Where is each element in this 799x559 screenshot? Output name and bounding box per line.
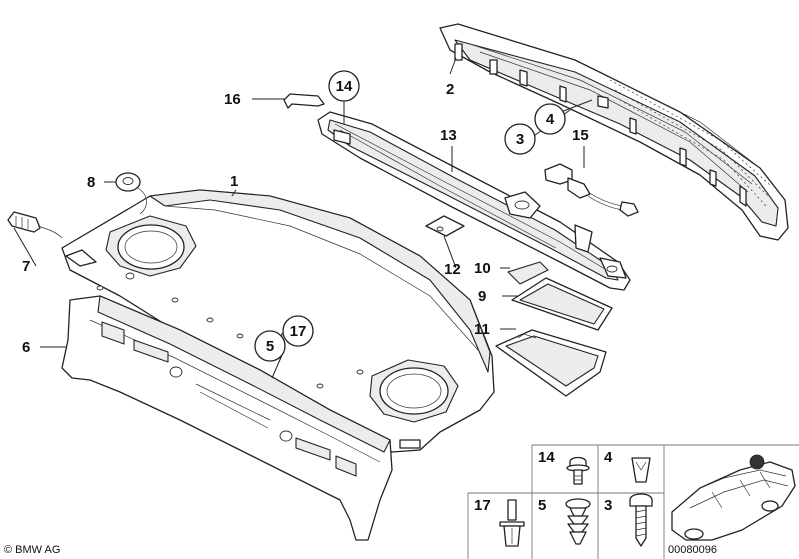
callout-12: 12 — [444, 261, 461, 278]
part-15-cable-connector — [544, 163, 639, 217]
push-rivet-icon — [566, 456, 590, 485]
expanding-rivet-icon — [499, 499, 525, 547]
callout-17: 17 — [290, 323, 307, 340]
callout-14-circle — [328, 70, 360, 102]
callout-2: 2 — [446, 81, 454, 98]
callout-1: 1 — [230, 173, 238, 190]
callout-8: 8 — [87, 174, 95, 191]
callout-4-circle — [534, 103, 566, 135]
callout-labels: 1 2 3 4 5 6 7 8 9 10 11 12 13 14 15 16 1… — [22, 70, 589, 362]
fir-tree-clip-icon — [565, 498, 591, 545]
part-8-grommet — [115, 172, 147, 215]
copyright: © BMW AG — [4, 544, 60, 556]
legend-label-14: 14 — [538, 449, 555, 466]
part-11-cover-plate — [495, 329, 607, 397]
callout-4: 4 — [546, 111, 555, 128]
callout-5: 5 — [266, 338, 274, 355]
callout-16: 16 — [224, 91, 241, 108]
legend-label-4: 4 — [604, 449, 613, 466]
callout-6: 6 — [22, 339, 30, 356]
diagram-id: 00080096 — [668, 544, 717, 556]
callout-3-circle — [504, 123, 536, 155]
part-7-clip — [7, 211, 63, 239]
legend-label-17: 17 — [474, 497, 491, 514]
callout-3: 3 — [516, 131, 524, 148]
fastener-legend: 14 4 17 5 3 — [467, 444, 799, 559]
callout-11: 11 — [474, 321, 490, 338]
callout-7: 7 — [22, 258, 30, 275]
callout-17-circle — [282, 315, 314, 347]
callout-14: 14 — [336, 78, 353, 95]
part-1-parcel-shelf — [61, 189, 495, 453]
footer: © BMW AG 00080096 — [4, 544, 717, 556]
part-13-support-rail — [317, 111, 631, 291]
part-6-lower-support — [61, 295, 393, 541]
callout-13: 13 — [440, 127, 457, 144]
callout-15: 15 — [572, 127, 589, 144]
sedan-location-icon — [671, 454, 796, 541]
screw-icon — [629, 493, 653, 547]
part-9-cover — [511, 277, 613, 331]
legend-label-3: 3 — [604, 497, 612, 514]
part-2-brake-light-bar — [439, 23, 789, 241]
part-12-clip-cover — [425, 215, 465, 237]
location-marker-icon — [749, 454, 765, 470]
legend-label-5: 5 — [538, 497, 546, 514]
part-16-bracket — [283, 93, 325, 109]
clip-nut-icon — [631, 457, 651, 483]
leader-lines — [13, 57, 593, 379]
callout-10: 10 — [474, 260, 491, 277]
callout-9: 9 — [478, 288, 486, 305]
callout-5-circle — [254, 330, 286, 362]
part-10-cap — [507, 261, 549, 285]
